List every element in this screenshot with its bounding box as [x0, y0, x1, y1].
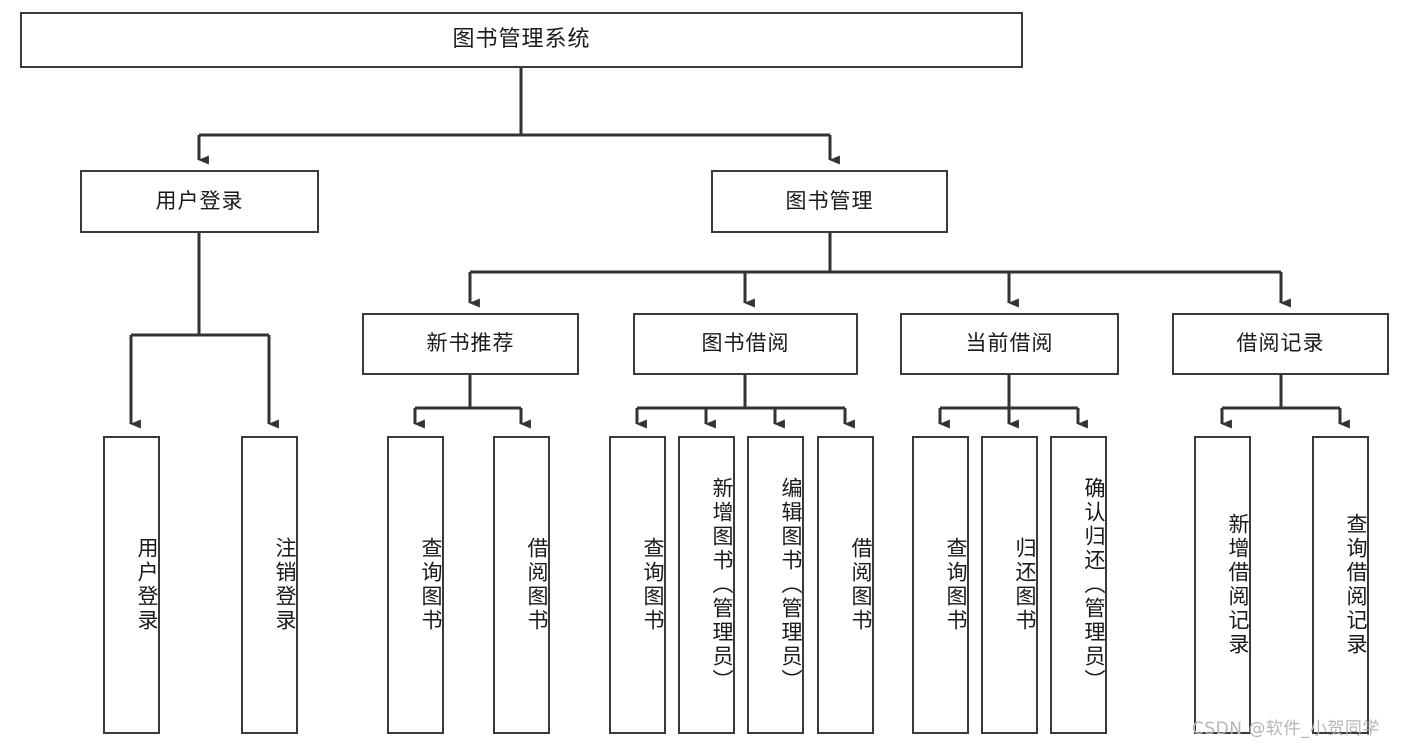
node-book-borrow[interactable]: 图书借阅	[633, 313, 858, 375]
node-label: 新增借阅记录	[1226, 513, 1250, 657]
node-label: 图书管理	[785, 188, 874, 213]
node-label: 查询图书	[641, 537, 665, 633]
node-leaf-query-book-3[interactable]: 查询图书	[912, 436, 969, 734]
node-current-borrow[interactable]: 当前借阅	[900, 313, 1119, 375]
node-leaf-logout-login[interactable]: 注销登录	[241, 436, 298, 734]
node-leaf-query-book-1[interactable]: 查询图书	[387, 436, 444, 734]
node-leaf-query-record[interactable]: 查询借阅记录	[1312, 436, 1369, 734]
node-label: 图书管理系统	[452, 26, 591, 52]
node-leaf-borrow-book-1[interactable]: 借阅图书	[493, 436, 550, 734]
node-label: 查询图书	[944, 537, 968, 633]
node-new-book-recommend[interactable]: 新书推荐	[362, 313, 579, 375]
node-leaf-edit-book[interactable]: 编辑图书（管理员）	[747, 436, 804, 734]
node-label: 用户登录	[135, 537, 159, 633]
node-leaf-add-book[interactable]: 新增图书（管理员）	[678, 436, 735, 734]
node-book-management[interactable]: 图书管理	[711, 170, 948, 233]
node-leaf-confirm-return[interactable]: 确认归还（管理员）	[1050, 436, 1107, 734]
node-label: 归还图书	[1013, 537, 1037, 633]
node-label: 当前借阅	[965, 331, 1054, 356]
node-user-login[interactable]: 用户登录	[80, 170, 319, 233]
node-label: 新增图书（管理员）	[710, 477, 734, 693]
node-leaf-add-record[interactable]: 新增借阅记录	[1194, 436, 1251, 734]
node-label: 编辑图书（管理员）	[779, 477, 803, 693]
node-root-book-management-system[interactable]: 图书管理系统	[20, 12, 1023, 68]
node-borrow-record[interactable]: 借阅记录	[1172, 313, 1389, 375]
node-leaf-user-login[interactable]: 用户登录	[103, 436, 160, 734]
node-label: 用户登录	[155, 188, 244, 213]
node-label: 借阅图书	[525, 537, 549, 633]
node-leaf-query-book-2[interactable]: 查询图书	[609, 436, 666, 734]
node-label: 借阅记录	[1236, 331, 1325, 356]
csdn-watermark: CSDN @软件_小贺同学	[1192, 719, 1380, 739]
node-label: 查询图书	[419, 537, 443, 633]
node-label: 注销登录	[273, 537, 297, 633]
node-leaf-borrow-book-2[interactable]: 借阅图书	[817, 436, 874, 734]
node-leaf-return-book[interactable]: 归还图书	[981, 436, 1038, 734]
node-label: 图书借阅	[701, 331, 790, 356]
node-label: 确认归还（管理员）	[1082, 477, 1106, 693]
node-label: 新书推荐	[426, 331, 515, 356]
node-label: 查询借阅记录	[1344, 513, 1368, 657]
node-label: 借阅图书	[849, 537, 873, 633]
